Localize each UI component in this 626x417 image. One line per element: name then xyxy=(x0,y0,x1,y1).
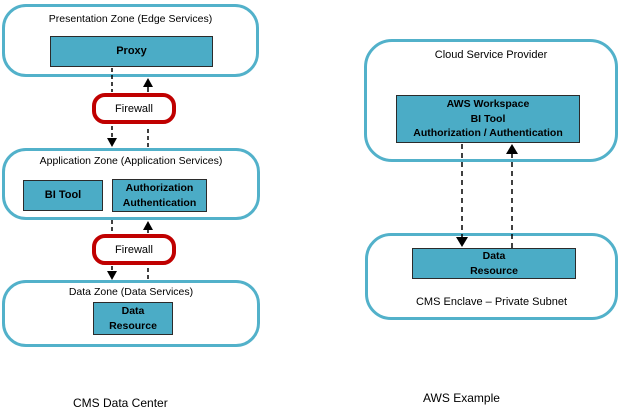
aws-workspace-box: AWS Workspace BI Tool Authorization / Au… xyxy=(396,95,580,143)
data-resource-box-right: Data Resource xyxy=(412,248,576,279)
cms-data-center-caption: CMS Data Center xyxy=(73,396,168,410)
authorization-label: Authorization xyxy=(125,182,194,195)
resource-label-left: Resource xyxy=(109,319,157,332)
bi-tool-box: BI Tool xyxy=(23,180,103,211)
proxy-box: Proxy xyxy=(50,36,213,67)
resource-label-right: Resource xyxy=(470,264,518,277)
aws-example-caption: AWS Example xyxy=(423,391,500,405)
presentation-zone-title: Presentation Zone (Edge Services) xyxy=(48,13,213,25)
authorization-authentication-box: Authorization Authentication xyxy=(112,179,207,212)
firewall-top: Firewall xyxy=(92,93,176,124)
authentication-label: Authentication xyxy=(122,196,197,209)
data-label-left: Data xyxy=(121,305,145,318)
cms-enclave-title: CMS Enclave – Private Subnet xyxy=(415,296,568,308)
proxy-label: Proxy xyxy=(116,45,147,58)
firewall-top-label: Firewall xyxy=(115,102,153,115)
cloud-service-provider-title: Cloud Service Provider xyxy=(434,49,548,61)
bi-tool-label: BI Tool xyxy=(44,189,82,202)
aws-workspace-label: AWS Workspace xyxy=(446,98,530,111)
firewall-bottom-label: Firewall xyxy=(115,243,153,256)
data-label-right: Data xyxy=(482,250,506,263)
firewall-bottom: Firewall xyxy=(92,234,176,265)
data-resource-box-left: Data Resource xyxy=(93,302,173,335)
aws-bi-tool-label: BI Tool xyxy=(470,112,506,125)
data-zone-title: Data Zone (Data Services) xyxy=(68,286,194,298)
application-zone-title: Application Zone (Application Services) xyxy=(39,155,223,167)
aws-auth-label: Authorization / Authentication xyxy=(413,127,563,140)
